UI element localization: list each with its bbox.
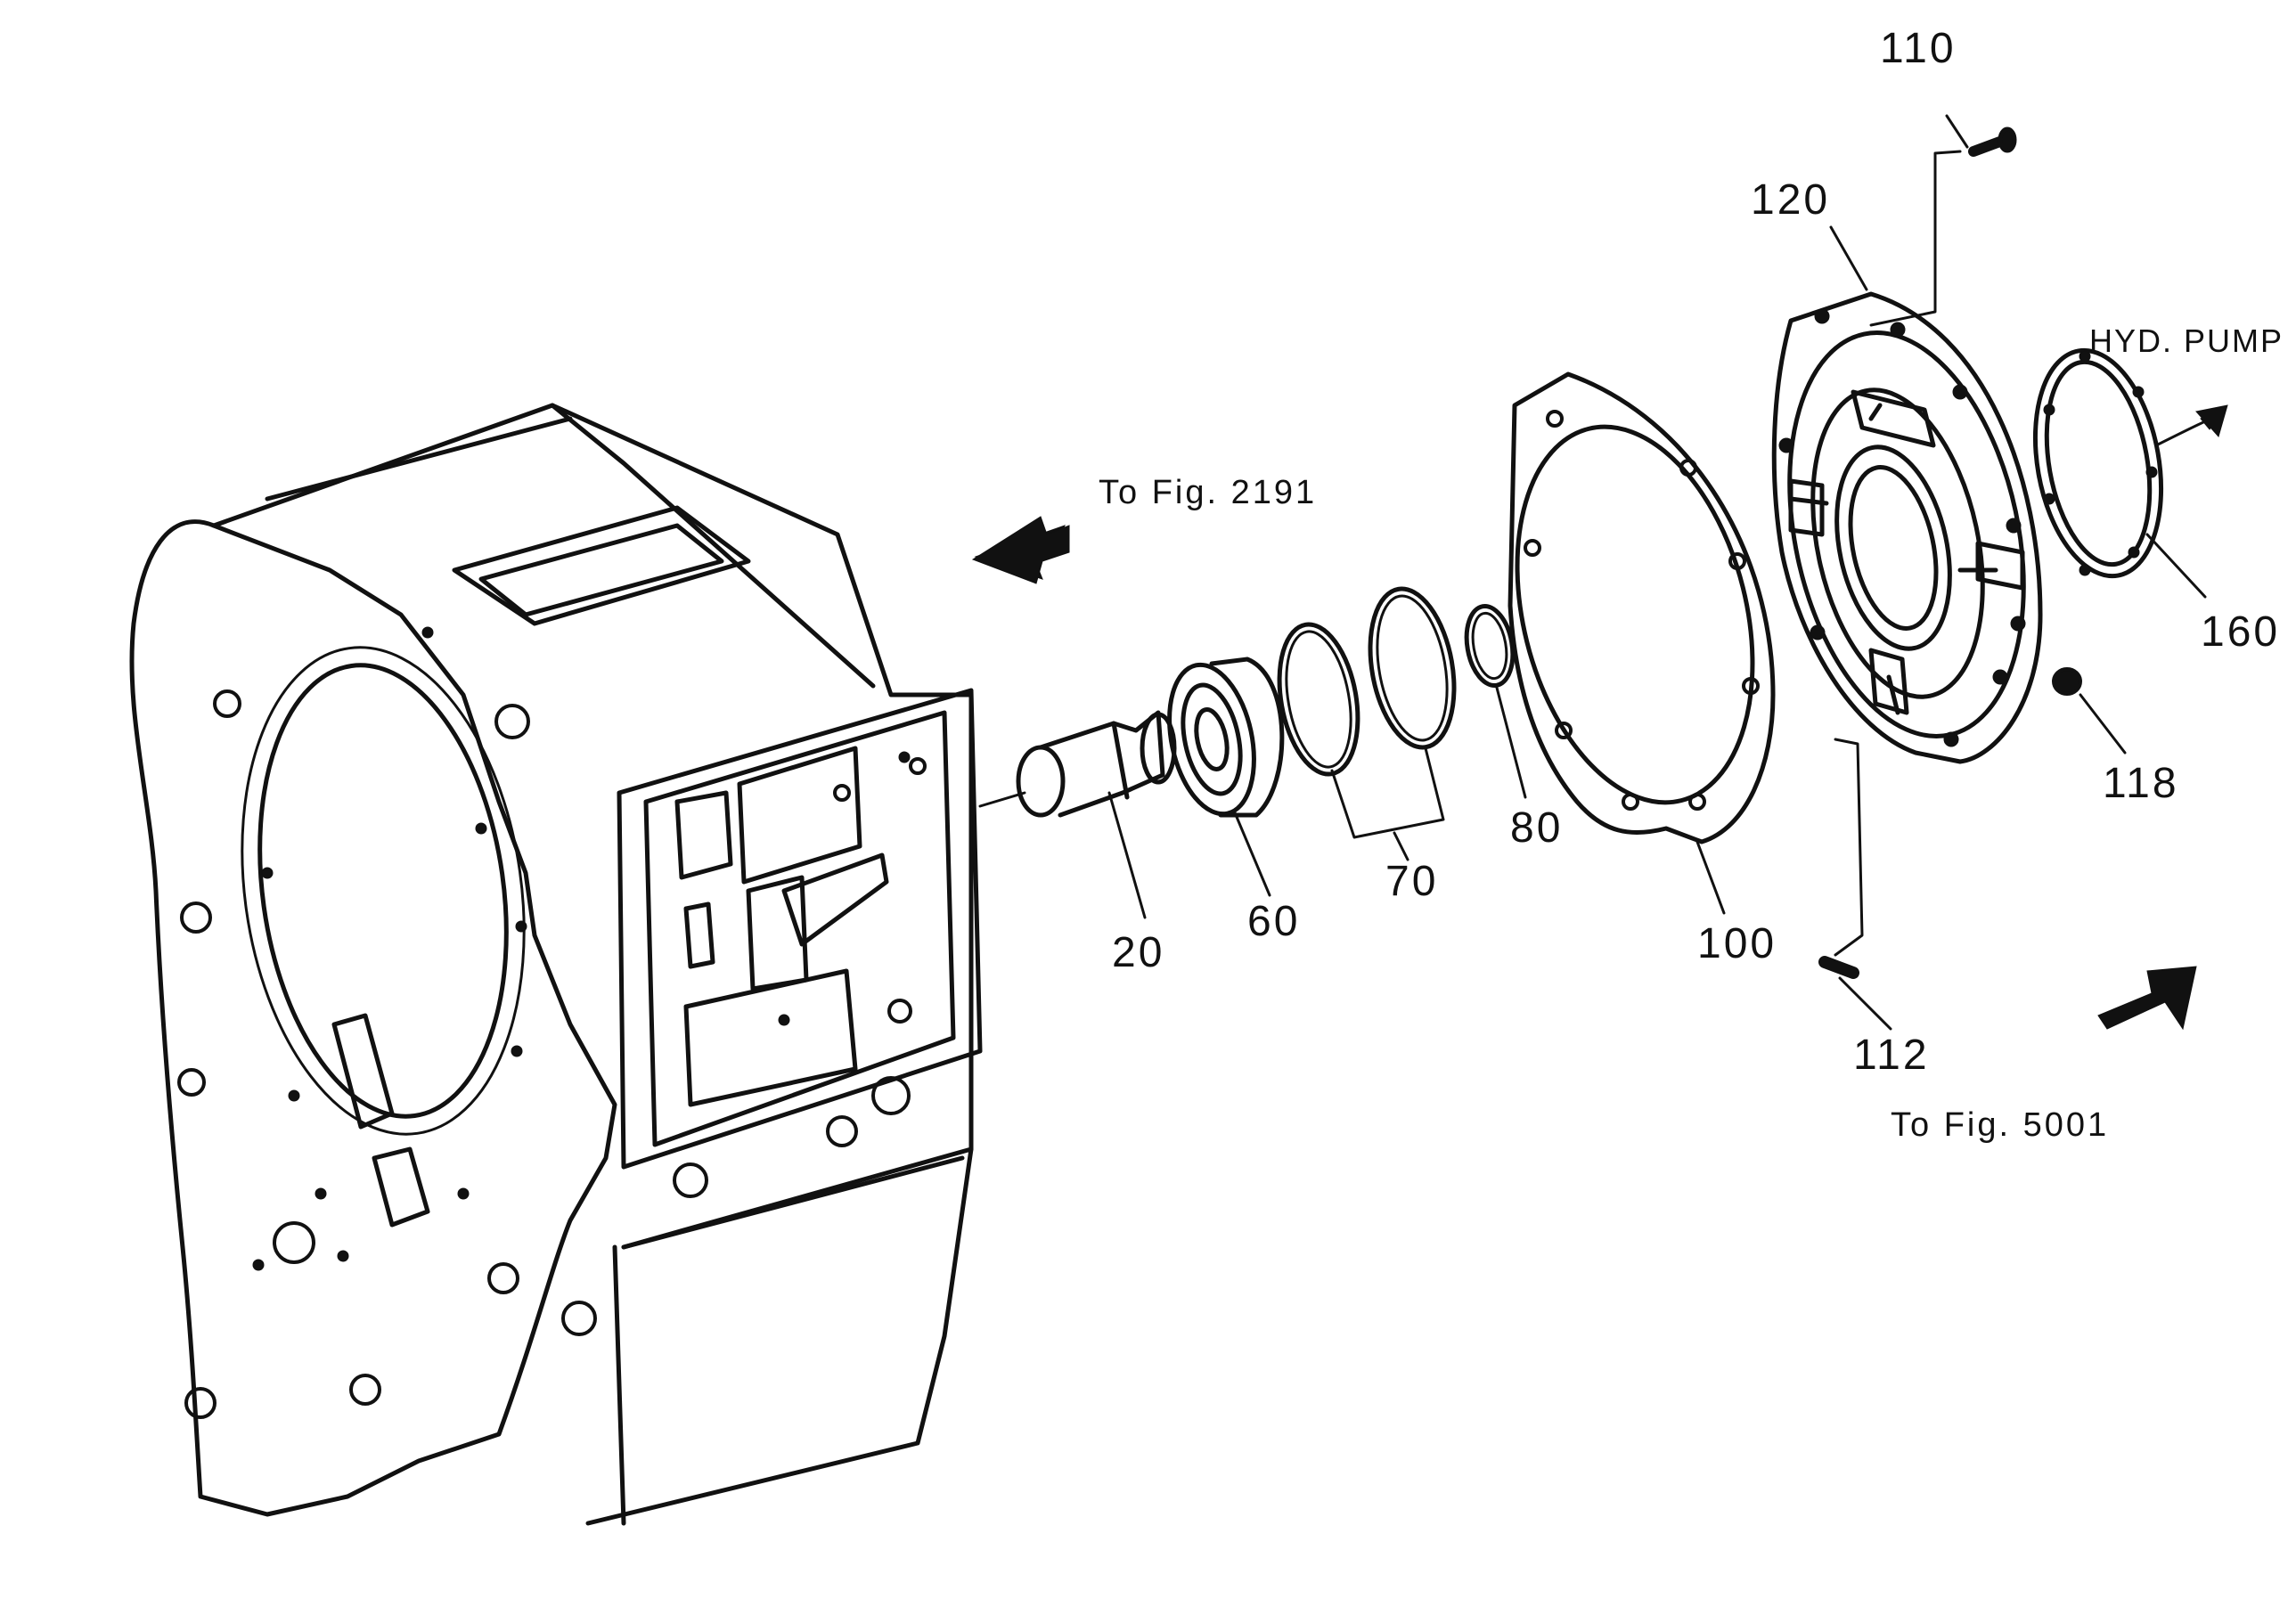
housing-bolt-holes [177, 689, 927, 1419]
part-112-dowel [1818, 956, 1859, 979]
callout-118: 118 [2103, 760, 2179, 807]
part-160-holes [2043, 350, 2158, 576]
part-110-bolt [1968, 126, 2017, 157]
note-hyd-pump: HYD. PUMP [2089, 322, 2284, 359]
part-120-pump-housing [1771, 291, 2043, 764]
callout-100: 100 [1697, 920, 1777, 967]
arrow-to-fig-2191-icon [971, 516, 1070, 584]
callout-112: 112 [1853, 1032, 1930, 1079]
arrow-hyd-pump-icon [2195, 404, 2228, 438]
callout-120: 120 [1751, 176, 1830, 224]
leader-lines [978, 114, 2225, 1031]
arrow-to-fig-5001-icon [2097, 966, 2197, 1031]
part-118-plug [2052, 667, 2082, 696]
gasket-holes [1524, 410, 1760, 811]
part-60-bearing [1167, 657, 1285, 818]
callout-110: 110 [1880, 25, 1957, 72]
callout-70: 70 [1385, 858, 1438, 905]
housing-dots [252, 626, 911, 1271]
note-to-fig-2191: To Fig. 2191 [1099, 474, 1317, 511]
callout-60: 60 [1247, 898, 1300, 945]
part-20-sleeve [1016, 710, 1177, 818]
note-to-fig-5001: To Fig. 5001 [1891, 1106, 2109, 1144]
part-100-gasket [1508, 371, 1776, 844]
callout-80: 80 [1510, 804, 1563, 852]
callout-20: 20 [1112, 929, 1164, 976]
transmission-housing [129, 403, 983, 1526]
pump-housing-holes [1778, 308, 2026, 747]
callout-160: 160 [2201, 608, 2280, 656]
part-70-snap-rings [1277, 586, 1457, 777]
part-160-gasket [2032, 347, 2164, 579]
